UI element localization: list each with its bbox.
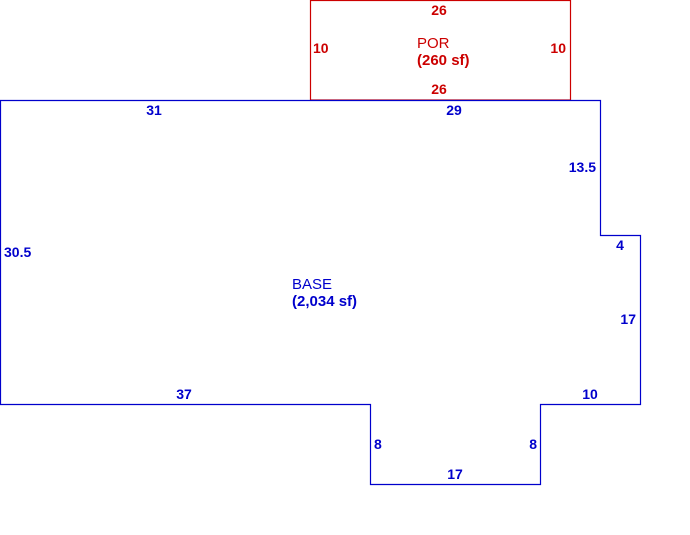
base-area-name: BASE (292, 276, 332, 293)
base-dim-bump-right: 8 (529, 436, 537, 452)
base-dim-bottom-left: 37 (176, 386, 192, 402)
base-dim-top-right: 29 (446, 102, 462, 118)
base-dim-right-upper: 13.5 (569, 159, 596, 175)
base-dim-bump-bottom: 17 (447, 466, 463, 482)
base-dim-right-lower: 17 (620, 311, 636, 327)
porch-dim-top: 26 (431, 2, 447, 18)
porch-dim-bottom: 26 (431, 81, 447, 97)
base-dim-left: 30.5 (4, 244, 31, 260)
base-dim-bump-left: 8 (374, 436, 382, 452)
base-area-size: (2,034 sf) (292, 293, 357, 310)
base-dim-top-left: 31 (146, 102, 162, 118)
base-outline (0, 99, 642, 486)
base-dim-bottom-right: 10 (582, 386, 598, 402)
porch-area-name: POR (417, 35, 450, 52)
porch-area-size: (260 sf) (417, 52, 470, 69)
porch-dim-right: 10 (550, 40, 566, 56)
porch-dim-left: 10 (313, 40, 329, 56)
base-dim-step-out: 4 (616, 237, 624, 253)
